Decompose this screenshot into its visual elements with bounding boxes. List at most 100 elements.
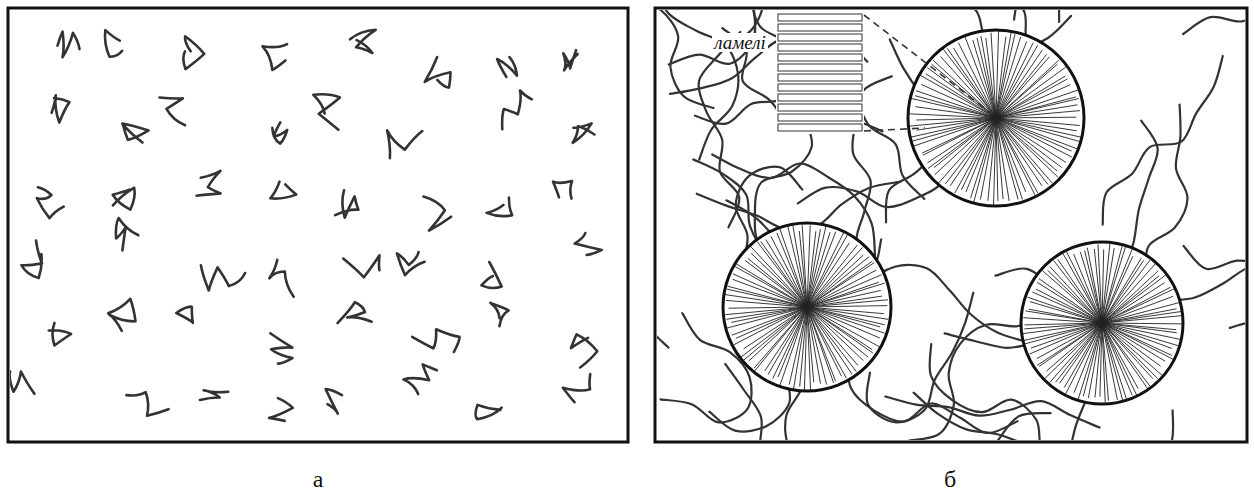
radial-lamella bbox=[1102, 323, 1158, 379]
polymer-chain bbox=[113, 188, 135, 210]
lamella bbox=[778, 124, 862, 131]
spherulite-ground bbox=[908, 30, 1084, 206]
radial-lamella bbox=[1102, 316, 1182, 323]
radial-lamella bbox=[1102, 296, 1173, 323]
radial-lamella bbox=[996, 76, 1065, 118]
radial-lamella bbox=[928, 118, 996, 163]
radial-lamella bbox=[1024, 323, 1102, 329]
radial-lamella bbox=[1066, 252, 1102, 324]
radial-lamella bbox=[950, 118, 996, 186]
radial-lamella bbox=[732, 307, 807, 335]
polymer-chain bbox=[553, 181, 572, 199]
polymer-chain bbox=[847, 357, 1017, 433]
polymer-chain bbox=[126, 392, 168, 416]
lamella bbox=[778, 104, 862, 111]
polymer-chain bbox=[502, 90, 532, 129]
polymer-chain bbox=[269, 398, 293, 421]
lamellae-inset bbox=[776, 12, 992, 134]
polymer-chain bbox=[563, 50, 577, 70]
lamella bbox=[778, 64, 862, 71]
radial-lamella bbox=[991, 33, 996, 118]
radial-lamella bbox=[1102, 323, 1105, 402]
radial-lamella bbox=[1037, 323, 1102, 365]
radial-lamella bbox=[807, 307, 834, 383]
polymer-chain bbox=[575, 233, 602, 255]
polymer-chain bbox=[670, 39, 867, 94]
polymer-chain bbox=[475, 405, 501, 419]
polymer-chain bbox=[657, 157, 668, 348]
polymer-chain bbox=[105, 30, 122, 57]
radial-lamella bbox=[1098, 244, 1102, 323]
radial-lamella bbox=[807, 300, 888, 307]
lamellae-label: ламелі bbox=[712, 33, 768, 52]
polymer-chain bbox=[1184, 203, 1245, 269]
radial-lamella bbox=[1064, 323, 1102, 388]
polymer-chain bbox=[1183, 10, 1245, 34]
radial-lamella bbox=[807, 307, 852, 374]
polymer-chain bbox=[1103, 56, 1223, 225]
radial-lamella bbox=[1085, 251, 1102, 324]
polymer-chain bbox=[497, 57, 517, 77]
lamella bbox=[778, 14, 862, 21]
radial-lamella bbox=[916, 118, 996, 120]
polymer-chain bbox=[183, 36, 204, 69]
radial-lamella bbox=[996, 118, 1009, 201]
radial-lamella bbox=[1050, 266, 1102, 323]
radial-lamella bbox=[941, 57, 997, 119]
dashed-leader bbox=[864, 15, 992, 114]
radial-lamella bbox=[1023, 323, 1102, 341]
radial-lamella bbox=[725, 307, 807, 315]
polymer-chain bbox=[116, 218, 139, 251]
radial-lamella bbox=[1037, 323, 1102, 359]
radial-lamella bbox=[909, 118, 996, 126]
radial-lamella bbox=[996, 118, 1022, 199]
radial-lamella bbox=[996, 118, 998, 201]
polymer-chain bbox=[10, 371, 34, 393]
polymer-chain bbox=[397, 252, 425, 275]
lamella bbox=[778, 34, 862, 41]
radial-lamella bbox=[788, 226, 807, 307]
radial-lamella bbox=[807, 263, 874, 307]
radial-lamella bbox=[926, 74, 996, 118]
spherulite-ground bbox=[1021, 242, 1183, 404]
polymer-chain bbox=[52, 95, 70, 122]
polymer-chain bbox=[1230, 321, 1245, 379]
amorphous-chains bbox=[10, 30, 602, 421]
spherulite-outline bbox=[908, 30, 1084, 206]
radial-lamella bbox=[1102, 323, 1109, 401]
polymer-chain bbox=[326, 389, 342, 414]
radial-lamella bbox=[955, 118, 996, 193]
polymer-chain bbox=[108, 299, 135, 331]
radial-lamella bbox=[807, 290, 881, 307]
radial-lamella bbox=[731, 307, 807, 322]
radial-lamella bbox=[996, 90, 1079, 118]
polymer-chain bbox=[481, 262, 501, 288]
tangled-chains bbox=[657, 10, 1245, 440]
lamella bbox=[778, 84, 862, 91]
lamella bbox=[778, 24, 862, 31]
radial-lamella bbox=[807, 275, 882, 307]
polymer-chain bbox=[58, 32, 80, 58]
radial-lamella bbox=[1102, 309, 1177, 323]
polymer-chain bbox=[21, 241, 42, 279]
polymer-chain bbox=[200, 390, 228, 400]
polymer-chain bbox=[272, 122, 287, 143]
radial-lamella bbox=[986, 38, 996, 118]
radial-lamella bbox=[996, 105, 1078, 118]
polymer-chain bbox=[404, 364, 437, 394]
polymer-chain bbox=[350, 30, 376, 53]
polymer-chain bbox=[387, 130, 422, 158]
polymer-chain bbox=[122, 124, 148, 143]
radial-lamella bbox=[1094, 249, 1102, 323]
spherulites bbox=[723, 30, 1183, 404]
radial-lamella bbox=[793, 226, 807, 307]
radial-lamella bbox=[807, 307, 856, 372]
polymer-chain bbox=[424, 197, 452, 231]
polymer-chain bbox=[270, 333, 292, 363]
spherulite-outline bbox=[1021, 242, 1183, 404]
polymer-chain bbox=[412, 329, 459, 352]
radial-lamella bbox=[807, 307, 811, 391]
radial-lamella bbox=[1102, 275, 1166, 324]
polymer-chain bbox=[1070, 401, 1173, 440]
